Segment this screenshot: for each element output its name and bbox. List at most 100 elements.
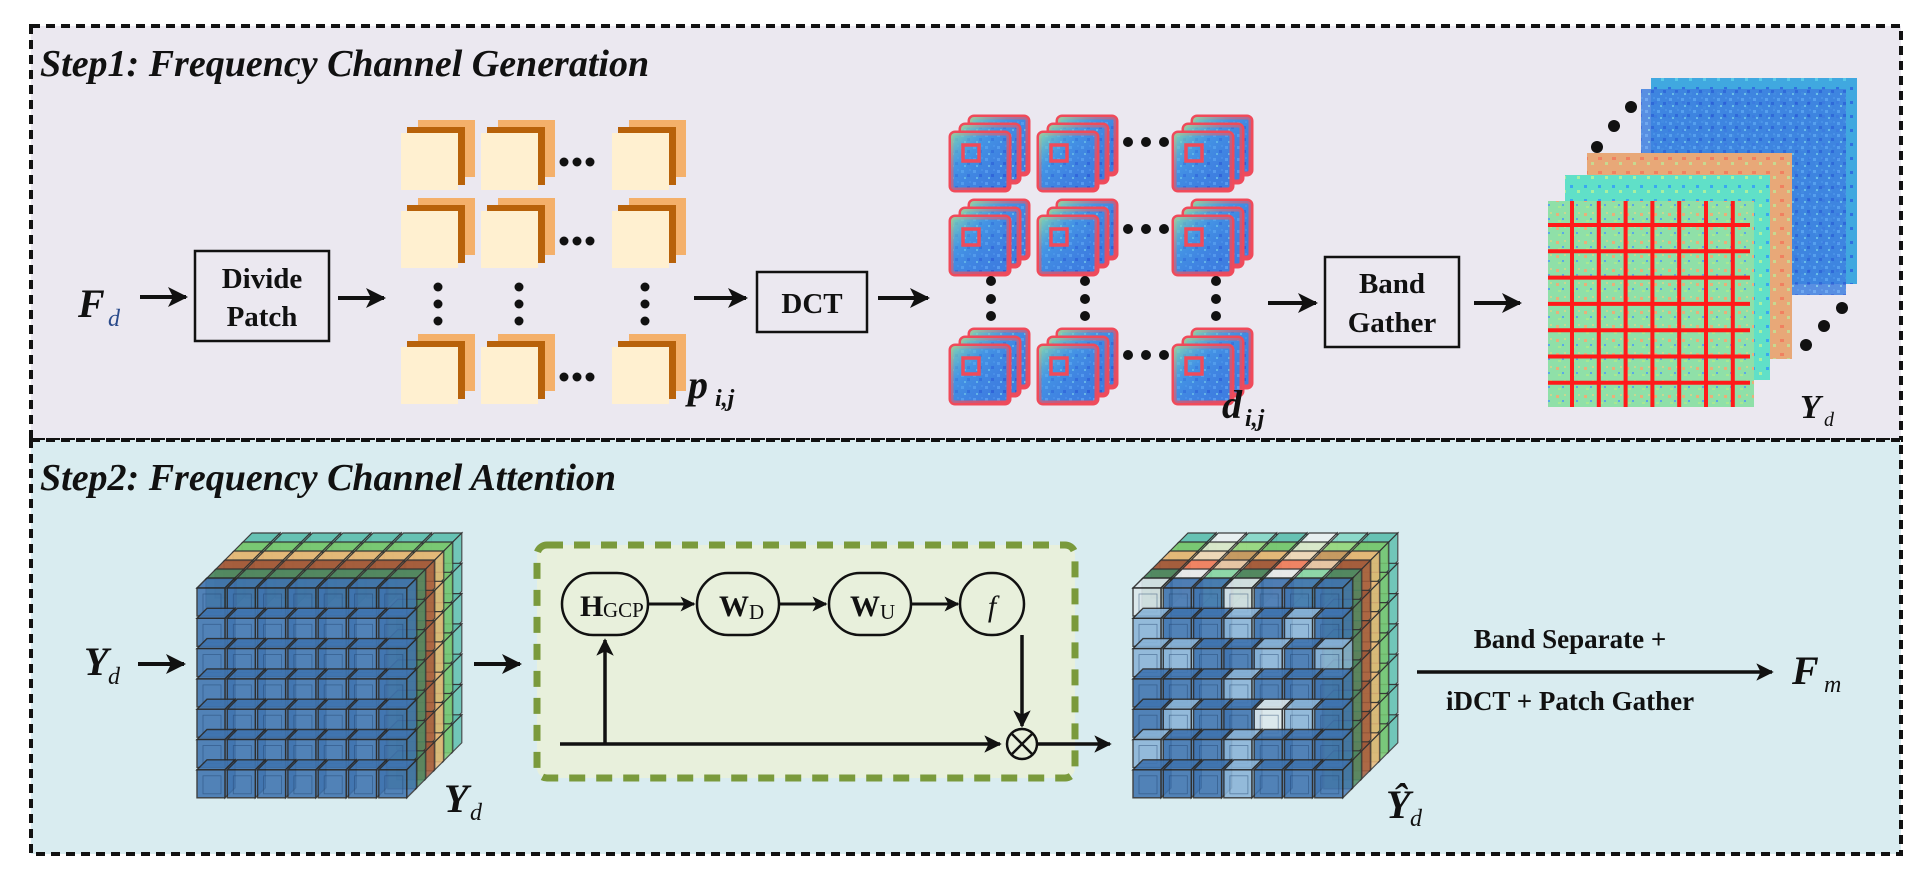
patch-layer-front [612,347,669,404]
ellipsis-dot [1159,350,1169,360]
input-variable-yd: Y d [84,639,121,690]
node-w-u-shape [827,571,913,637]
low-frequency-marker [961,356,981,376]
ellipsis-dot [433,299,443,309]
dct-coefficient-stack [1171,114,1254,193]
ellipsis-dot [1836,302,1848,314]
divide-patch-line2: Patch [227,301,298,333]
multiply-cross [1010,732,1034,756]
ellipsis-dot [1211,311,1221,321]
patch-stack [401,120,475,190]
node-h-gcp-sub: GCP [603,598,644,622]
cube-inner-edge [202,775,222,795]
var-sub: d [1824,409,1835,431]
step1-title: Step1: Frequency Channel Generation [40,43,649,85]
cube-front-face [226,769,257,799]
cube-inner-edge [1199,775,1218,795]
ellipsis-dot [1123,224,1133,234]
band-gather-line1: Band [1359,268,1425,300]
cube-front-face [1223,769,1253,799]
cube-front-face [1253,769,1283,799]
patch-layer-front [481,211,538,268]
ellipsis-dot [986,276,996,286]
cube-front-face [256,769,287,799]
ellipsis-dot [585,157,595,167]
var-main: F [1791,648,1819,693]
cube-front-face [196,769,226,799]
cube-label-yd: Y d [444,776,483,826]
low-frequency-marker [961,143,981,163]
node-h-gcp-shape [560,571,650,637]
node-w-u-main: W [850,590,880,623]
node-w-d: W D [695,571,781,637]
dct-coefficient-stack [948,327,1031,406]
patch-layer-front [401,347,458,404]
divide-patch-box: Divide Patch [193,249,331,343]
patch-layer-front [481,347,538,404]
dct-label-main: d [1222,382,1243,427]
ellipsis-dot [1159,137,1169,147]
var-main: Y [84,639,112,684]
cube-label-sub: d [470,800,483,826]
ellipsis-dot [640,299,650,309]
ellipsis-dot [572,372,582,382]
patch-layer-front [612,211,669,268]
dct-label: DCT [781,288,842,320]
cube-front-face [317,769,347,799]
var-sub: d [108,664,121,690]
dct-box: DCT [755,270,869,334]
output-variable-yd: Y d [1800,389,1835,431]
ellipsis-dot [559,236,569,246]
ellipsis-dot [986,294,996,304]
node-w-d-main: W [719,590,749,623]
patch-layer-front [612,133,669,190]
low-frequency-marker [1184,143,1204,163]
cube-front-face [347,769,378,799]
node-f-shape [958,571,1026,637]
patch-label: p i,j [685,362,735,412]
cube-front-face [1192,769,1223,799]
node-h-gcp-main: H [580,590,603,623]
var-sub: d [108,306,121,332]
ellipsis-dot [433,282,443,292]
dct-label-sub: i,j [1245,406,1265,432]
cube-front-face [1314,769,1344,799]
dct-coefficient-stack [1171,198,1254,277]
ellipsis-dot [1818,320,1830,332]
step2-panel: Step2: Frequency Channel Attention Y d Y… [29,438,1903,856]
ellipsis-dot [640,316,650,326]
ellipsis-dot [1141,350,1151,360]
band-gather-rect [1323,255,1461,349]
low-frequency-marker [1049,143,1069,163]
dct-coefficient-grid [948,114,1254,406]
cube-inner-edge [323,775,343,795]
dct-coefficient-stack [1036,327,1119,406]
output-cube-label: Ŷ d [1386,782,1423,832]
dct-coefficient-stack [948,198,1031,277]
band-gather-box: Band Gather [1323,255,1461,349]
patch-stack [401,334,475,404]
ellipsis-dot [572,157,582,167]
ellipsis-dot [1211,294,1221,304]
ellipsis-dot [514,316,524,326]
cube-inner-edge [384,775,404,795]
var-main: Y [1800,389,1824,426]
low-frequency-marker [1184,356,1204,376]
cube-inner-edge [1168,775,1188,795]
dct-coefficient-stack [948,114,1031,193]
ellipsis-dot [433,316,443,326]
band-gather-line2: Gather [1348,307,1437,339]
patch-stack [612,198,686,268]
patch-layer-front [401,133,458,190]
ellipsis-dot [1080,294,1090,304]
patch-layer-front [481,133,538,190]
node-w-u-sub: U [880,600,895,624]
cube-front-face [1132,769,1162,799]
patch-stack [481,198,555,268]
cube-inner-edge [354,775,373,795]
dct-coefficient-stack [1036,114,1119,193]
band-grid-lines [1548,201,1750,407]
ellipsis-dot [986,311,996,321]
cube-front-face [1162,769,1193,799]
